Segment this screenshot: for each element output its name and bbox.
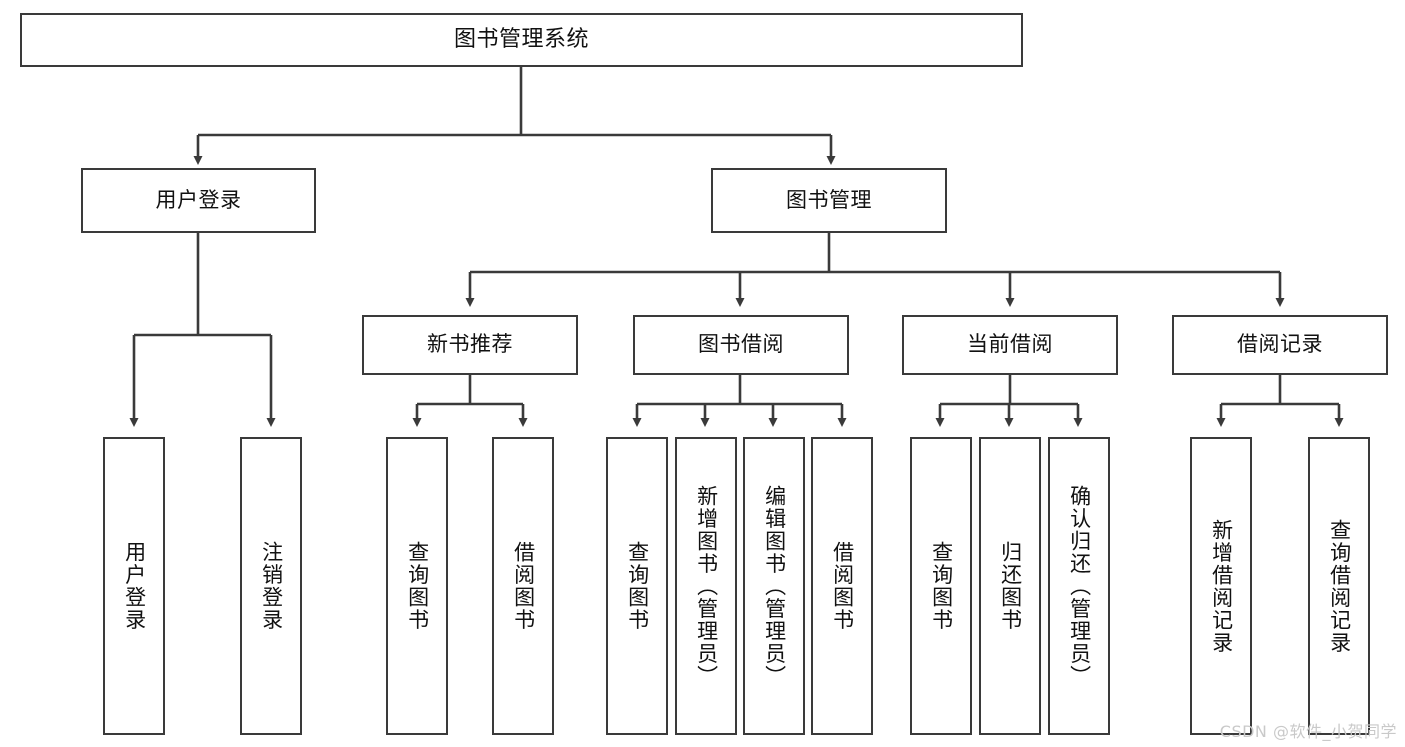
node-label: 编辑图书（管理员）	[762, 484, 787, 688]
leaf-borrow-add-book[interactable]: 新增图书（管理员）	[675, 437, 737, 735]
leaf-current-query-book[interactable]: 查询图书	[910, 437, 972, 735]
node-label: 归还图书	[998, 541, 1023, 631]
node-label: 借阅图书	[830, 541, 855, 631]
node-root-system[interactable]: 图书管理系统	[20, 13, 1023, 67]
node-label: 查询图书	[929, 541, 954, 631]
leaf-current-return-book[interactable]: 归还图书	[979, 437, 1041, 735]
leaf-current-confirm-return[interactable]: 确认归还（管理员）	[1048, 437, 1110, 735]
node-label: 图书管理	[786, 187, 872, 212]
node-label: 新书推荐	[427, 332, 513, 357]
leaf-borrow-edit-book[interactable]: 编辑图书（管理员）	[743, 437, 805, 735]
leaf-borrow-borrow-book[interactable]: 借阅图书	[811, 437, 873, 735]
leaf-recommend-borrow-book[interactable]: 借阅图书	[492, 437, 554, 735]
csdn-watermark: CSDN @软件_小贺同学	[1219, 722, 1397, 741]
node-label: 图书管理系统	[453, 26, 589, 52]
leaf-user-login-logout[interactable]: 注销登录	[240, 437, 302, 735]
leaf-borrow-query-book[interactable]: 查询图书	[606, 437, 668, 735]
node-label: 查询图书	[625, 541, 650, 631]
leaf-user-login-login[interactable]: 用户登录	[103, 437, 165, 735]
leaf-record-query-record[interactable]: 查询借阅记录	[1308, 437, 1370, 735]
node-label: 借阅记录	[1237, 332, 1323, 357]
node-label: 用户登录	[122, 541, 147, 631]
node-label: 借阅图书	[511, 541, 536, 631]
node-label: 新增图书（管理员）	[694, 484, 719, 688]
node-new-book-recommend[interactable]: 新书推荐	[362, 315, 578, 375]
node-user-login[interactable]: 用户登录	[81, 168, 316, 233]
node-borrow-record[interactable]: 借阅记录	[1172, 315, 1388, 375]
leaf-recommend-query-book[interactable]: 查询图书	[386, 437, 448, 735]
node-label: 查询借阅记录	[1327, 518, 1352, 654]
node-book-borrow[interactable]: 图书借阅	[633, 315, 849, 375]
node-current-borrow[interactable]: 当前借阅	[902, 315, 1118, 375]
leaf-record-add-record[interactable]: 新增借阅记录	[1190, 437, 1252, 735]
node-label: 新增借阅记录	[1209, 518, 1234, 654]
node-label: 图书借阅	[698, 332, 784, 357]
node-label: 用户登录	[155, 187, 242, 212]
node-label: 查询图书	[405, 541, 430, 631]
node-label: 当前借阅	[967, 332, 1053, 357]
node-label: 确认归还（管理员）	[1067, 484, 1092, 688]
node-book-management[interactable]: 图书管理	[711, 168, 947, 233]
node-label: 注销登录	[259, 541, 284, 631]
